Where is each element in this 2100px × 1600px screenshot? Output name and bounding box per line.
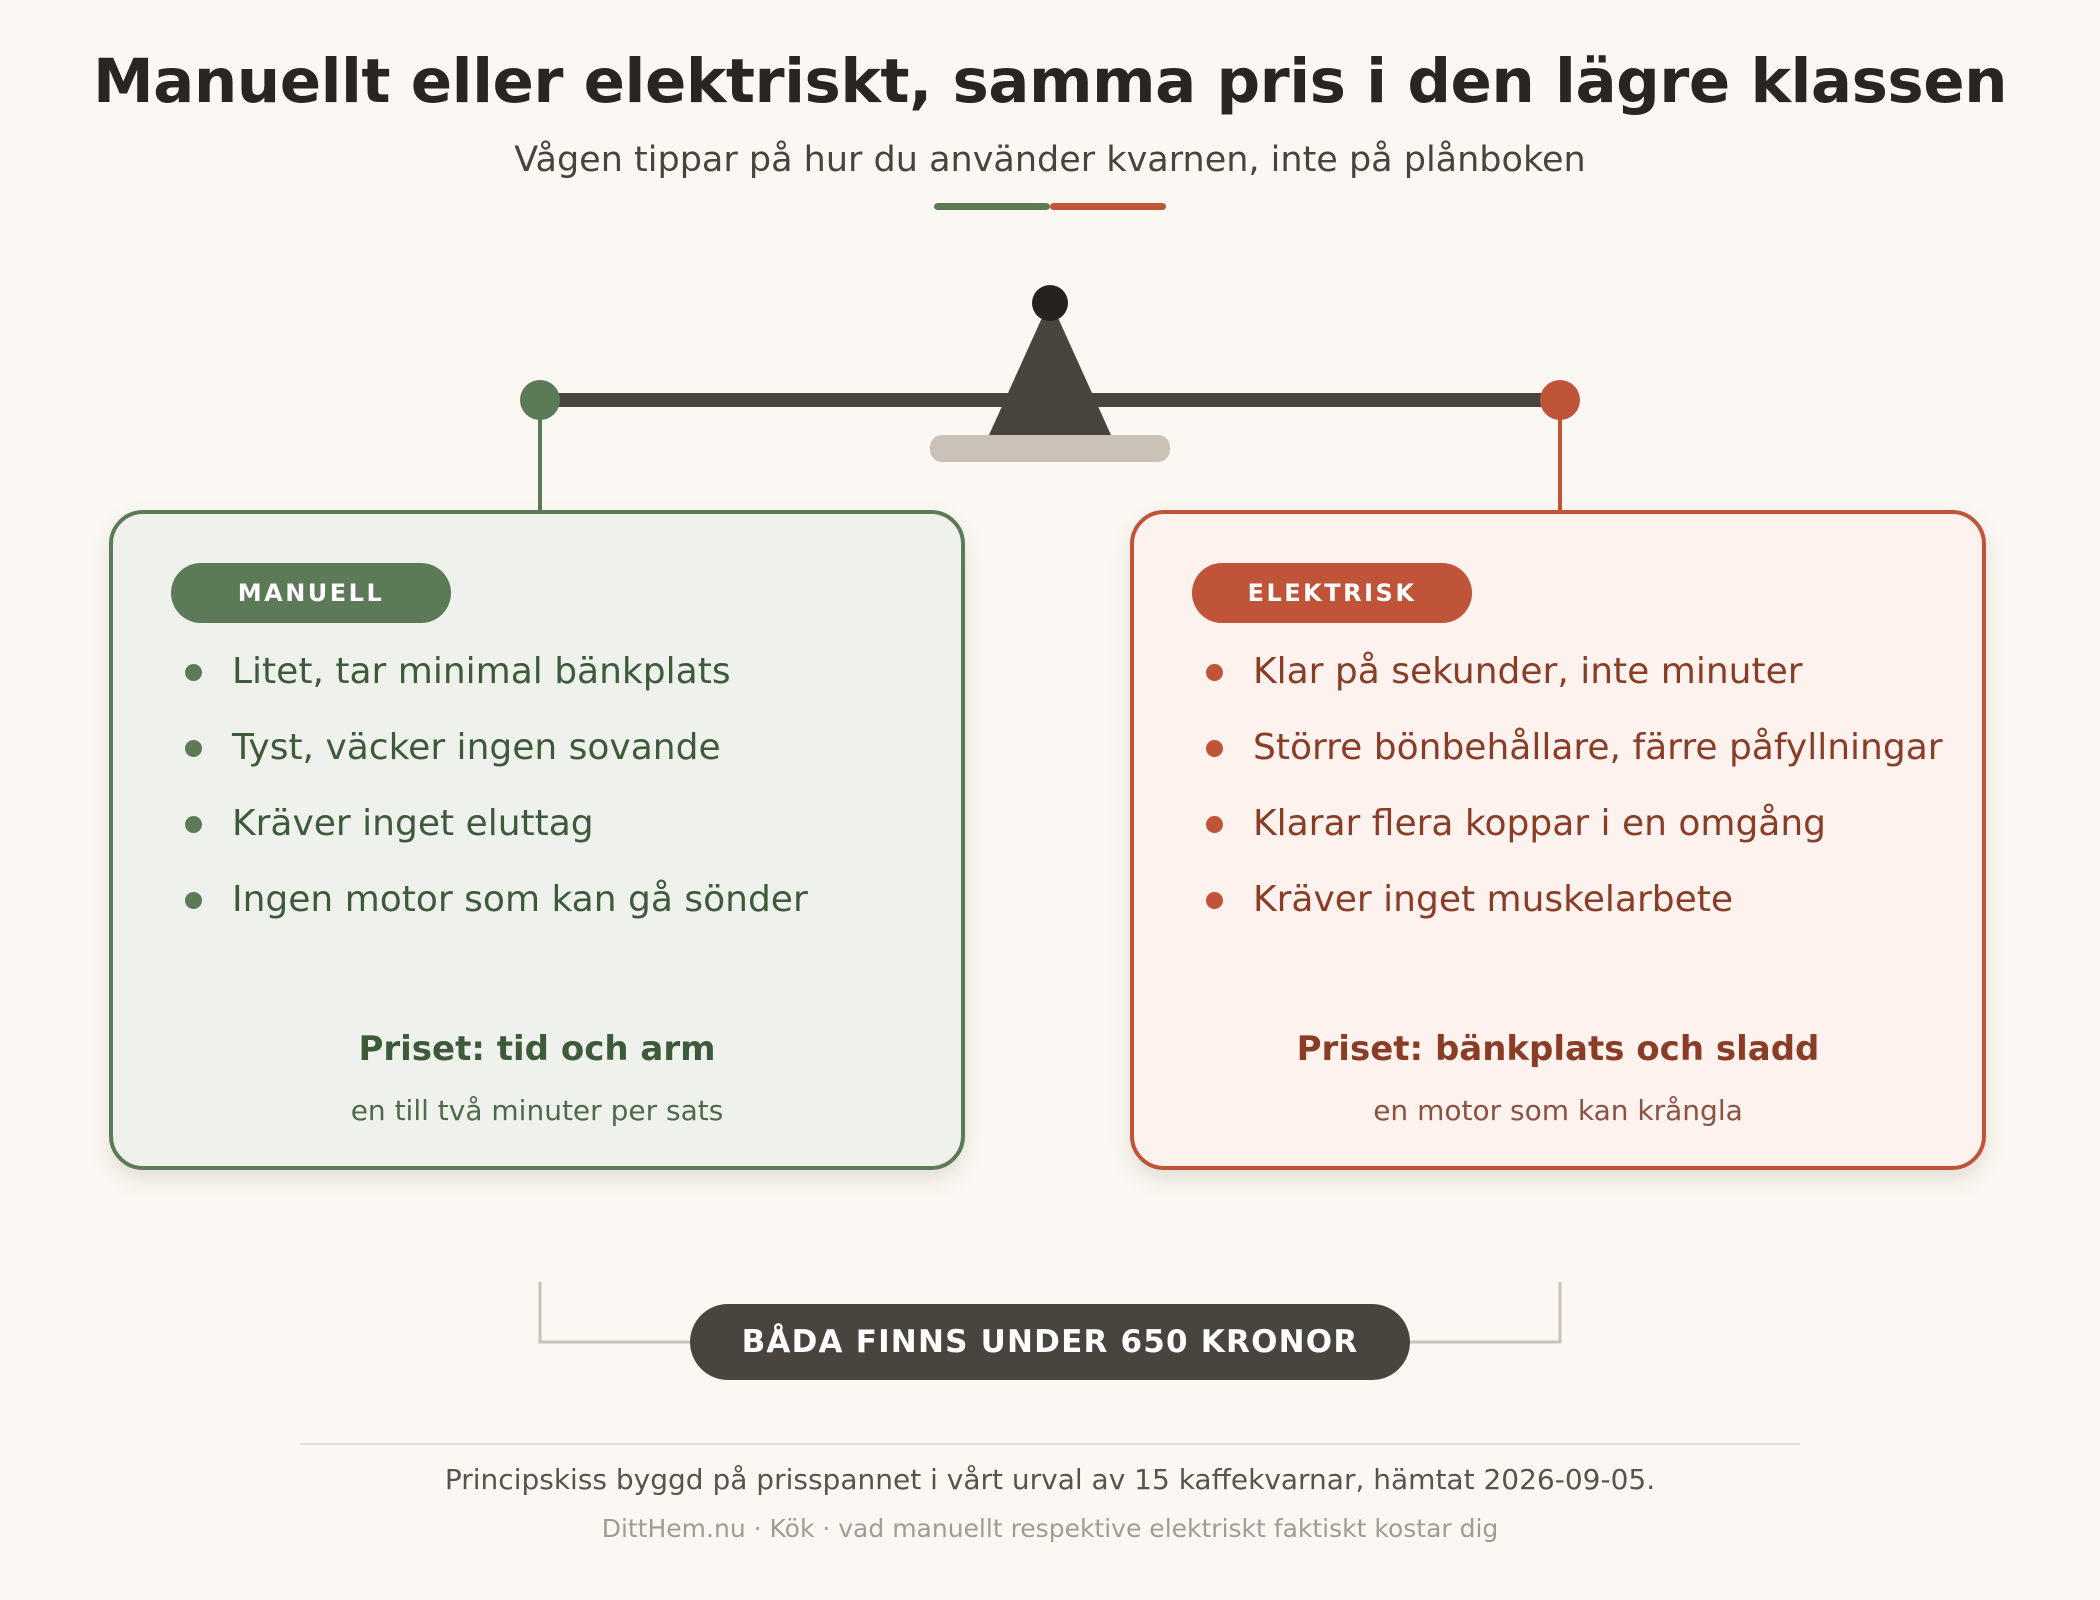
list-item: Klarar flera koppar i en omgång [1194, 786, 1943, 862]
list-item: Litet, tar minimal bänkplats [173, 634, 808, 710]
list-item: Klar på sekunder, inte minuter [1194, 634, 1943, 710]
list-item: Tyst, väcker ingen sovande [173, 710, 808, 786]
label-pill-manual: MANUELL [171, 563, 451, 623]
beam-end-electric [1540, 380, 1580, 420]
list-item: Ingen motor som kan gå sönder [173, 862, 808, 938]
price-title-manual: Priset: tid och arm [358, 1029, 716, 1069]
price-sub-manual: en till två minuter per sats [350, 1094, 724, 1127]
manual-item-list: Litet, tar minimal bänkplats Tyst, väcke… [173, 634, 808, 938]
price-sub-electric: en motor som kan krångla [1373, 1094, 1743, 1127]
page-title: Manuellt eller elektriskt, samma pris i … [92, 46, 2008, 117]
accent-bar-electric [1050, 203, 1166, 210]
page-subtitle: Vågen tippar på hur du använder kvarnen,… [514, 140, 1586, 180]
bracket-right [1400, 1282, 1562, 1344]
summary-banner: BÅDA FINNS UNDER 650 KRONOR [690, 1304, 1410, 1380]
bracket-left [538, 1282, 700, 1344]
label-pill-electric: ELEKTRISK [1192, 563, 1472, 623]
accent-bar-manual [934, 203, 1050, 210]
card-manual: MANUELL Litet, tar minimal bänkplats Tys… [109, 510, 965, 1170]
list-item: Kräver inget eluttag [173, 786, 808, 862]
list-item: Större bönbehållare, färre påfyllningar [1194, 710, 1943, 786]
electric-item-list: Klar på sekunder, inte minuter Större bö… [1194, 634, 1943, 938]
card-electric: ELEKTRISK Klar på sekunder, inte minuter… [1130, 510, 1986, 1170]
scale-fulcrum [989, 300, 1111, 435]
balance-scale [520, 285, 1580, 512]
footer-note: Principskiss byggd på prisspannet i vårt… [444, 1463, 1656, 1496]
footer-credit: DittHem.nu · Kök · vad manuellt respekti… [601, 1514, 1499, 1543]
footer-divider [300, 1443, 1800, 1445]
beam-end-manual [520, 380, 560, 420]
list-item: Kräver inget muskelarbete [1194, 862, 1943, 938]
scale-base [930, 435, 1170, 462]
price-title-electric: Priset: bänkplats och sladd [1296, 1029, 1820, 1069]
summary-bracket [538, 1282, 1562, 1344]
fulcrum-knob [1032, 285, 1068, 321]
